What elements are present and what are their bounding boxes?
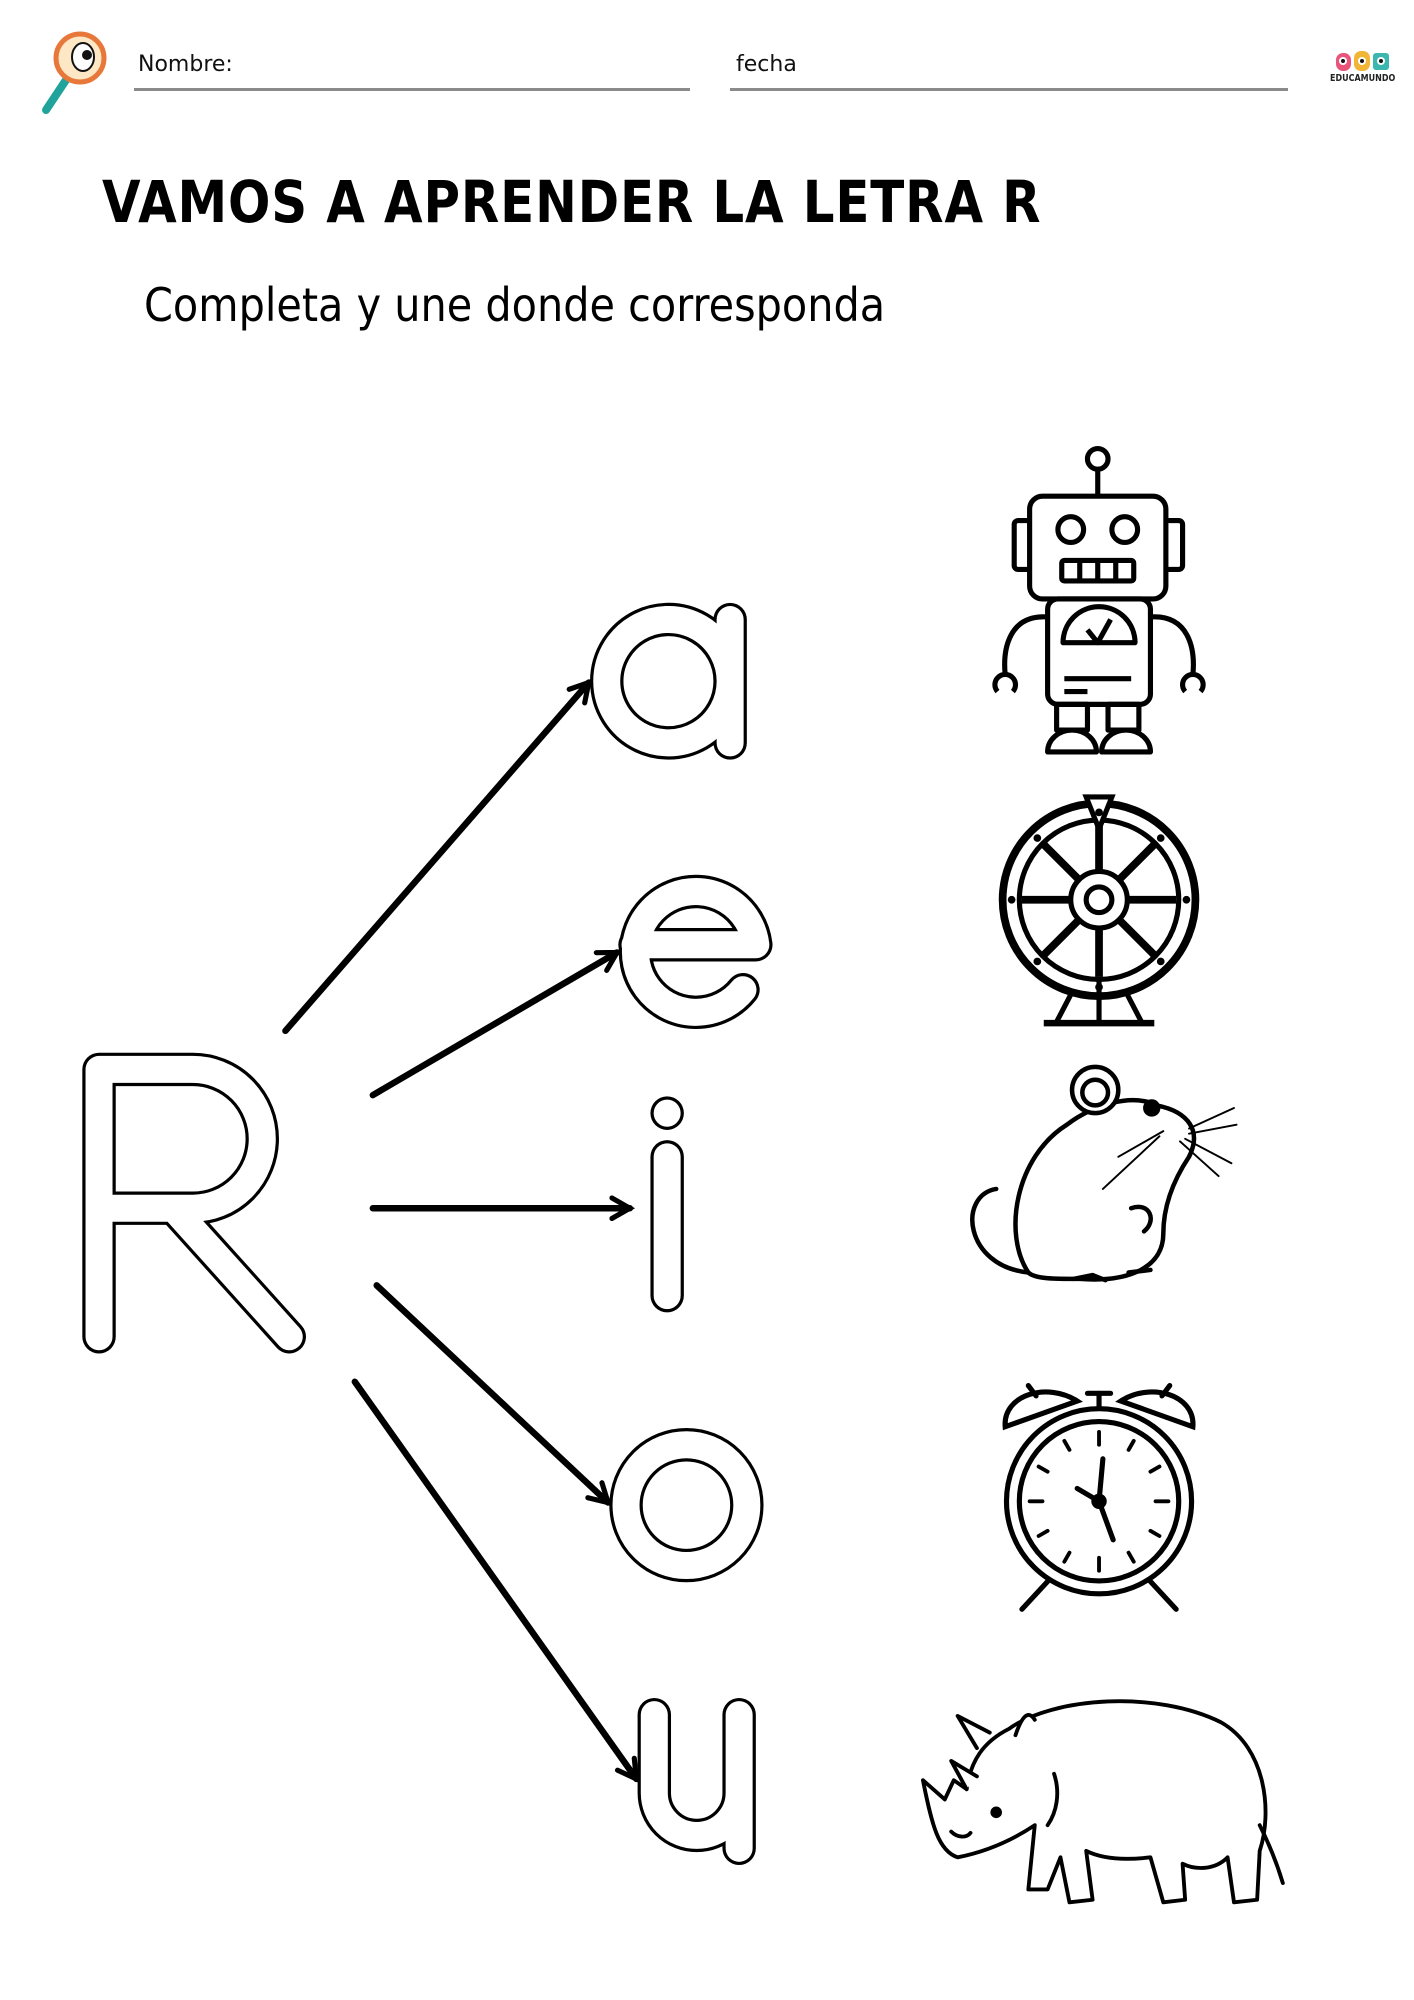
page-title: VAMOS A APRENDER LA LETRA R [102,168,1042,236]
rhino-icon[interactable] [921,1699,1285,1905]
name-field[interactable] [134,88,690,91]
pupil [82,50,92,60]
arrow-to-u [351,1378,640,1784]
arrow-to-a [282,678,593,1035]
educamundo-logo [1336,51,1389,71]
robot-icon[interactable] [992,446,1206,755]
date-field[interactable] [730,88,1288,91]
alarm-clock-icon[interactable] [1002,1383,1196,1612]
magnifier-handle [42,76,70,114]
magnifying-glass-eye-icon [42,31,107,114]
arrow-to-e [369,949,622,1099]
educamundo-logo-text: EDUCAMUNDO [1330,73,1396,84]
ferris-wheel-icon[interactable] [998,794,1200,1027]
hamster-icon[interactable] [970,1064,1238,1283]
arrow-to-o [373,1282,612,1507]
name-label: Nombre: [138,52,233,77]
date-label: fecha [736,52,797,77]
instructions: Completa y une donde corresponda [144,278,886,332]
